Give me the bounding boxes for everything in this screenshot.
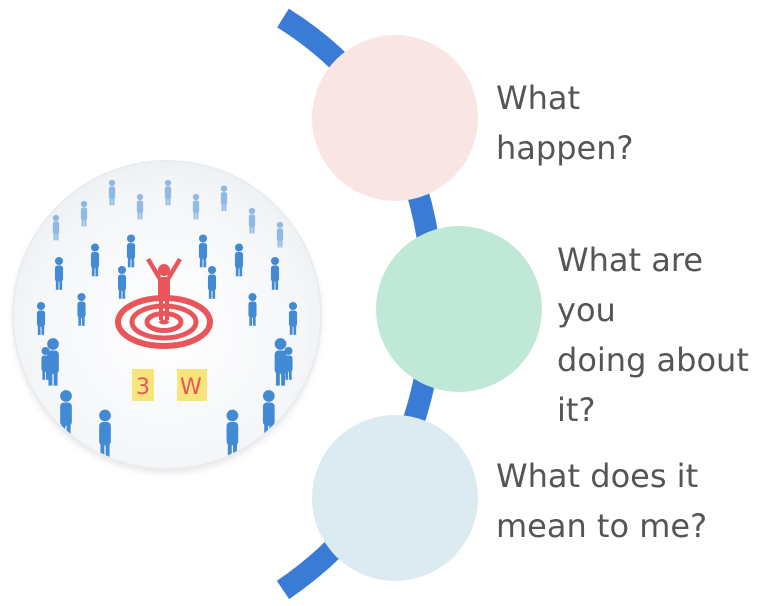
raised-arms-person-icon (146, 258, 182, 320)
step-label-2: What are you doing about it? (557, 241, 749, 429)
badge-number: 3 (136, 375, 150, 400)
badge-3w: 3 W (132, 369, 207, 401)
crowd-icon: 3 W (36, 179, 298, 458)
step-label-1: What happen? (496, 79, 634, 167)
step-label-3: What does it mean to me? (496, 457, 708, 545)
step-circle-3 (312, 415, 478, 581)
step-circle-2 (376, 226, 542, 392)
step-circle-1 (312, 35, 478, 201)
crowd-image: 3 W (14, 162, 320, 468)
target-icon (115, 295, 213, 349)
badge-letter: W (180, 375, 202, 400)
